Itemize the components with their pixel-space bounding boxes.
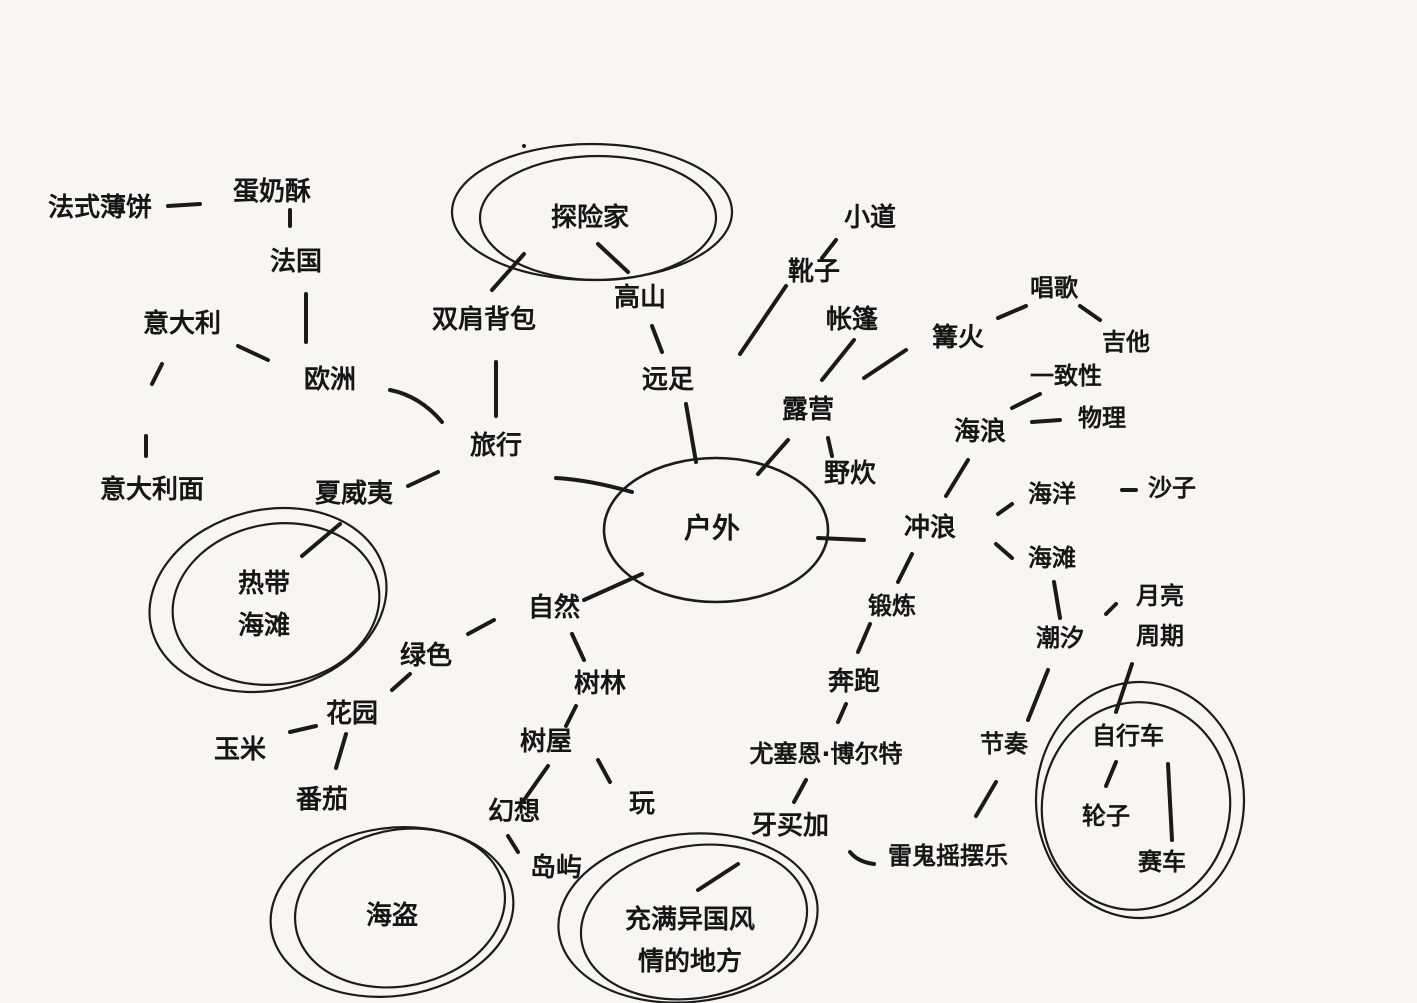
node-pasta: 意大利面 — [100, 474, 204, 505]
node-trail: 小道 — [844, 202, 896, 233]
node-travel: 旅行 — [470, 430, 522, 461]
node-green: 绿色 — [400, 640, 452, 671]
links — [144, 202, 1174, 892]
labels: 户外 法式薄饼 蛋奶酥 法国 意大利 欧洲 意大利面 双肩背包 旅行 夏威夷 热… — [48, 176, 1196, 977]
ring-bicycle — [1034, 680, 1246, 920]
node-bonfire: 篝火 — [932, 322, 984, 353]
node-backpack: 双肩背包 — [432, 304, 536, 335]
node-europe: 欧洲 — [304, 364, 356, 395]
node-beach: 海滩 — [1028, 544, 1076, 572]
node-souffle: 蛋奶酥 — [233, 176, 311, 207]
node-garden: 花园 — [326, 699, 378, 729]
node-boots: 靴子 — [788, 257, 840, 287]
node-picnic: 野炊 — [824, 459, 877, 489]
node-usain-bolt: 尤塞恩·博尔特 — [749, 740, 902, 768]
node-guitar: 吉他 — [1102, 328, 1150, 356]
node-surfing: 冲浪 — [904, 512, 956, 543]
center-ring — [602, 456, 830, 604]
node-island: 岛屿 — [530, 852, 582, 883]
node-tent: 帐篷 — [826, 304, 879, 335]
node-sand: 沙子 — [1148, 474, 1196, 502]
node-france: 法国 — [270, 247, 322, 277]
node-play: 玩 — [629, 789, 655, 819]
node-tropical-beach-1: 热带 — [238, 569, 290, 599]
node-tomato: 番茄 — [296, 785, 348, 815]
node-nature: 自然 — [528, 592, 580, 623]
node-bicycle: 自行车 — [1092, 722, 1164, 750]
ring-pirate — [269, 826, 515, 998]
node-french-crepe: 法式薄饼 — [48, 193, 152, 223]
node-moon: 月亮 — [1135, 582, 1184, 610]
node-corn: 玉米 — [214, 735, 266, 765]
node-camping: 露营 — [782, 395, 834, 425]
node-hawaii: 夏威夷 — [315, 478, 393, 509]
node-hiking: 远足 — [642, 365, 694, 395]
ring-exotic-place — [557, 832, 819, 1003]
node-exercise: 锻炼 — [868, 592, 916, 620]
node-woods: 树林 — [574, 669, 626, 699]
node-reggae: 雷鬼摇摆乐 — [888, 842, 1008, 870]
node-ocean: 海洋 — [1028, 480, 1076, 508]
node-tropical-beach-2: 海滩 — [238, 610, 290, 641]
node-physics: 物理 — [1078, 404, 1126, 432]
node-tide: 潮汐 — [1036, 624, 1084, 652]
node-italy: 意大利 — [143, 308, 221, 339]
node-wheels: 轮子 — [1082, 802, 1130, 830]
node-mountain: 高山 — [614, 282, 666, 313]
node-explorer: 探险家 — [551, 202, 629, 233]
node-pirate: 海盗 — [366, 900, 418, 931]
node-cycle: 周期 — [1136, 622, 1184, 650]
node-fantasy: 幻想 — [488, 797, 540, 827]
ring-explorer — [450, 142, 734, 282]
node-running: 奔跑 — [828, 667, 880, 697]
node-exotic-place-2: 情的地方 — [638, 946, 742, 977]
pen-dot — [522, 144, 526, 148]
node-jamaica: 牙买加 — [751, 811, 829, 841]
node-singing: 唱歌 — [1030, 274, 1079, 302]
node-exotic-place-1: 充满异国风 — [625, 904, 755, 935]
node-waves: 海浪 — [954, 416, 1006, 447]
node-race-car: 赛车 — [1137, 848, 1186, 876]
ring-tropical-beach — [148, 506, 388, 694]
node-consistency: 一致性 — [1030, 362, 1102, 390]
node-center: 户外 — [684, 512, 740, 545]
node-treehouse: 树屋 — [520, 727, 572, 757]
node-rhythm: 节奏 — [980, 730, 1029, 758]
